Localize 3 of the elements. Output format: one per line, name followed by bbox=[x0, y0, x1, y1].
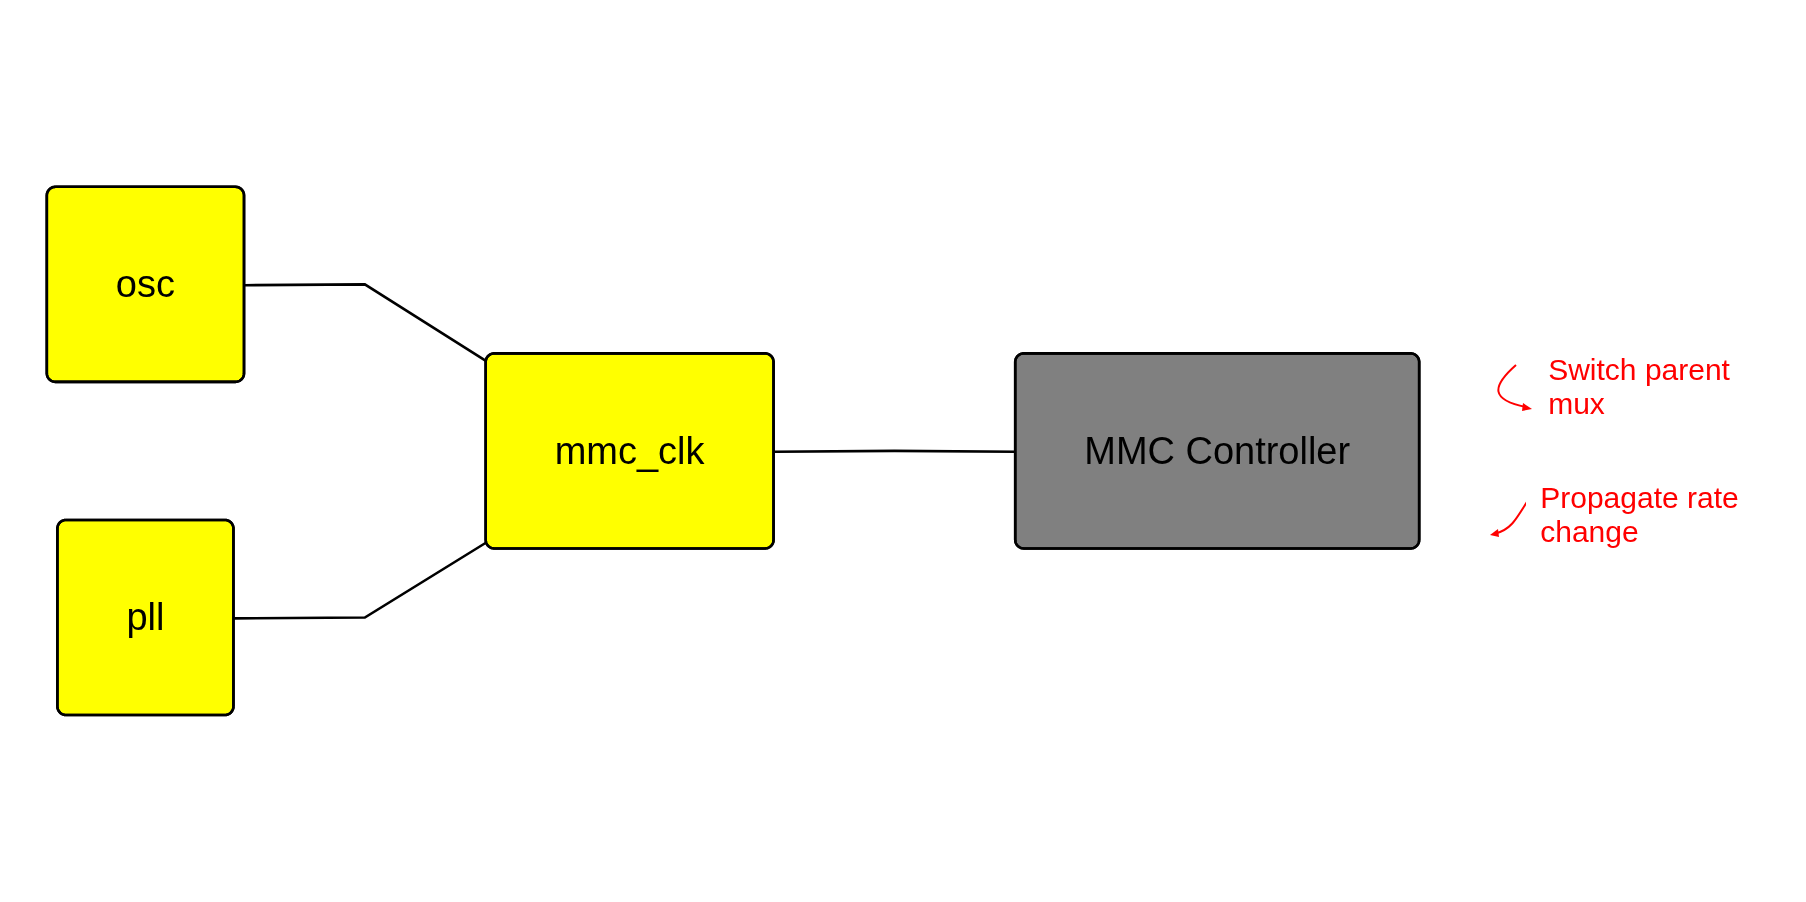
annotation-text: Propagate rate change bbox=[1540, 481, 1740, 549]
connector bbox=[234, 541, 488, 620]
annotation-text: Switch parent mux bbox=[1548, 353, 1731, 421]
